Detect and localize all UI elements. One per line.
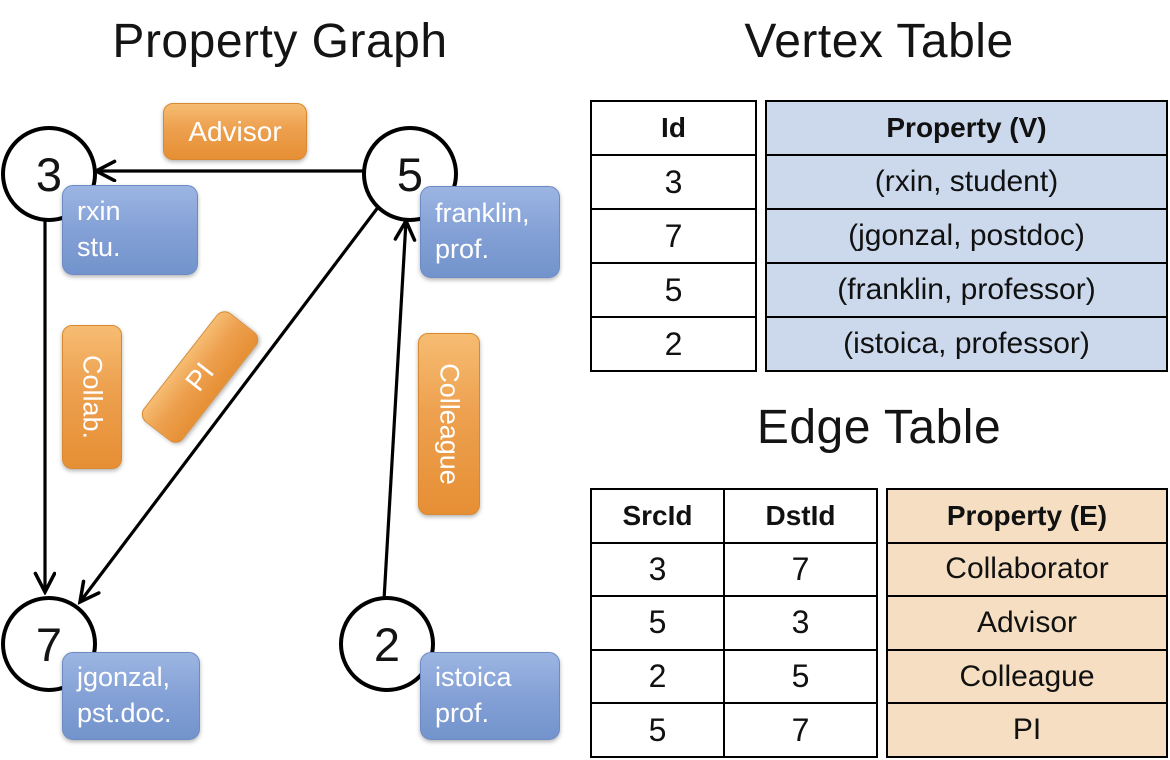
node-2-id: 2 [373, 617, 401, 671]
edge-table-id-columns: SrcId 3 5 2 5 DstId 7 3 5 7 [590, 488, 878, 758]
istoica-line2: prof. [435, 698, 490, 728]
jgonzal-line2: pst.doc. [77, 698, 172, 728]
vertex-label-istoica: istoica prof. [420, 652, 560, 740]
vertex-table-id-column: Id 3 7 5 2 [590, 100, 757, 372]
edge-label-advisor: Advisor [163, 103, 307, 160]
vertex-label-jgonzal: jgonzal, pst.doc. [62, 652, 200, 740]
vertex-table-property-cell: (rxin, student) [767, 156, 1166, 210]
vertex-table-id-cell: 2 [664, 325, 683, 362]
edge-table-srcid-cell: 5 [592, 597, 723, 651]
vertex-table-header-id: Id [592, 102, 755, 156]
colleague-label-text: Colleague [434, 363, 465, 485]
vertex-table-property-cell: (istoica, professor) [843, 327, 1090, 360]
vertex-label-franklin: franklin, prof. [420, 186, 560, 278]
vertex-table-header-property: Property (V) [767, 102, 1166, 156]
vertex-table-title: Vertex Table [744, 15, 1014, 68]
vertex-label-rxin: rxin stu. [62, 185, 198, 275]
advisor-label-text: Advisor [188, 115, 282, 147]
edge-table-property-cell: Advisor [888, 597, 1166, 651]
edge-table-srcid-cell: 5 [648, 711, 667, 748]
graph-node-2: 2 [339, 596, 435, 692]
node-5-id: 5 [396, 147, 424, 201]
edge-table-dstid-cell: 5 [725, 651, 876, 705]
vertex-table-id-cell: 7 [592, 210, 755, 264]
rxin-line1: rxin [77, 196, 121, 227]
graph-node-5: 5 [362, 126, 458, 222]
edge-table-srcid-cell: 3 [592, 544, 723, 598]
edge-table-property-cell: Colleague [888, 651, 1166, 705]
edge-table-property-column: Property (E) Collaborator Advisor Collea… [886, 488, 1168, 758]
edge-table-srcid-cell: 2 [592, 651, 723, 705]
collab-label-text: Collab. [77, 354, 108, 440]
edge-table-srcid-column: SrcId 3 5 2 5 [592, 490, 723, 756]
graph-edges-canvas [0, 0, 560, 760]
vertex-table-property-column: Property (V) (rxin, student) (jgonzal, p… [765, 100, 1168, 372]
franklin-line2: prof. [435, 234, 490, 264]
edge-table-header-dstid: DstId [725, 490, 876, 544]
node-7-id: 7 [35, 617, 63, 671]
edge-table-dstid-column: DstId 7 3 5 7 [723, 490, 876, 756]
edge-table-dstid-cell: 7 [791, 711, 810, 748]
edge-table-dstid-cell: 3 [725, 597, 876, 651]
vertex-table-id-cell: 3 [592, 156, 755, 210]
edge-arrow-2-to-5 [382, 221, 406, 601]
franklin-line1: franklin, [435, 198, 530, 229]
istoica-line1: istoica [435, 662, 512, 693]
edge-table-title: Edge Table [756, 401, 1002, 454]
pi-label-text: PI [179, 356, 220, 397]
edge-table-dstid-cell: 7 [725, 544, 876, 598]
edge-table-property-cell: Collaborator [888, 544, 1166, 598]
property-graph-title: Property Graph [112, 15, 448, 68]
edge-label-collab: Collab. [62, 325, 122, 469]
edge-table-header-srcid: SrcId [592, 490, 723, 544]
node-3-id: 3 [35, 147, 63, 201]
edge-arrow-5-to-7 [80, 205, 381, 602]
jgonzal-line1: jgonzal, [77, 662, 171, 693]
edge-label-colleague: Colleague [418, 333, 480, 515]
vertex-table-property-cell: (jgonzal, postdoc) [767, 210, 1166, 264]
vertex-table-property-cell: (franklin, professor) [767, 264, 1166, 318]
edge-table-header-property: Property (E) [888, 490, 1166, 544]
edge-table-property-cell: PI [1012, 713, 1042, 747]
rxin-line2: stu. [77, 232, 121, 262]
vertex-table-id-cell: 5 [592, 264, 755, 318]
